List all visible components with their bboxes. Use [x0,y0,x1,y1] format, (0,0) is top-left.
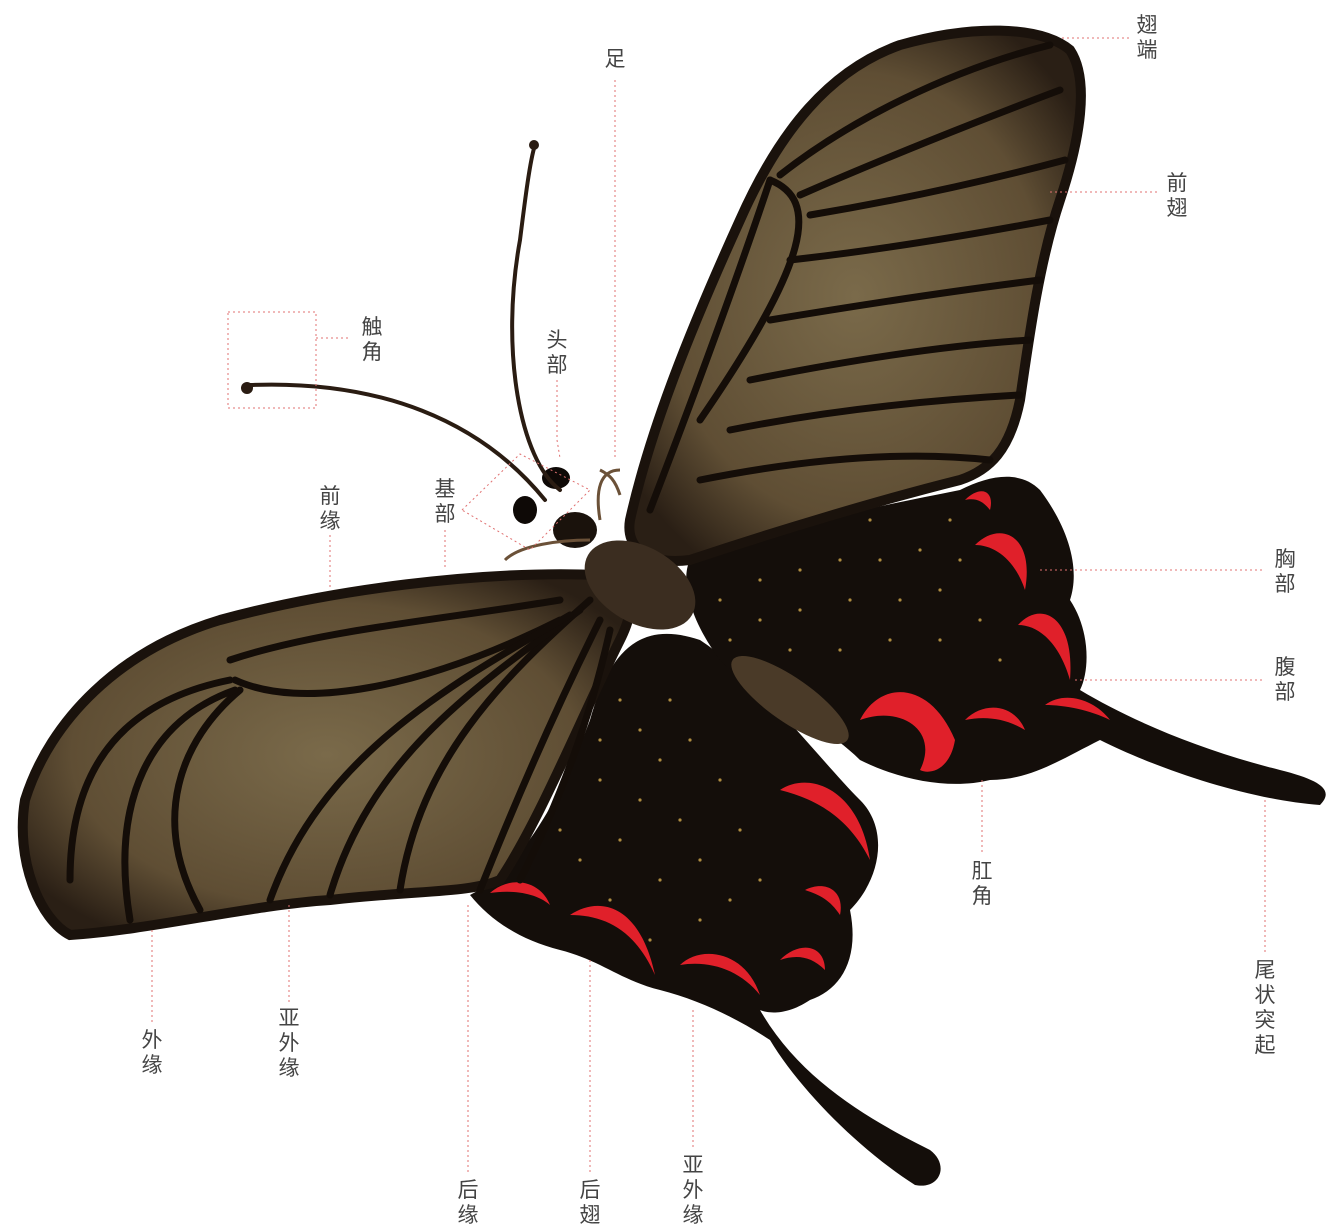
svg-text:翅: 翅 [1167,196,1188,220]
svg-text:部: 部 [547,353,568,377]
svg-text:部: 部 [1275,572,1296,596]
antennae [241,140,560,500]
label-antenna: 触 角 [362,315,383,364]
label-abdomen: 腹 部 [1275,655,1296,704]
svg-text:缘: 缘 [683,1203,704,1227]
butterfly-illustration [23,31,1326,1186]
label-submarginal-hind: 亚 外 缘 [683,1153,704,1227]
label-forewing: 前 翅 [1167,171,1188,220]
svg-text:缘: 缘 [279,1056,300,1080]
label-tornus: 肛 角 [972,859,993,908]
svg-text:触: 触 [362,315,383,339]
svg-text:起: 起 [1255,1033,1276,1057]
svg-text:基: 基 [435,477,456,501]
svg-text:亚: 亚 [279,1006,300,1030]
svg-text:前: 前 [1167,171,1188,195]
svg-text:头: 头 [547,328,568,352]
label-wing-tip: 翅 端 [1137,13,1158,62]
svg-text:亚: 亚 [683,1153,704,1177]
svg-text:端: 端 [1137,38,1158,62]
svg-text:外: 外 [683,1178,704,1202]
svg-text:外: 外 [142,1028,163,1052]
svg-text:缘: 缘 [142,1053,163,1077]
svg-text:胸: 胸 [1275,547,1296,571]
svg-text:缘: 缘 [320,509,341,533]
svg-text:状: 状 [1255,983,1276,1007]
svg-text:翅: 翅 [580,1203,601,1227]
label-head: 头 部 [547,328,568,377]
svg-text:部: 部 [1275,680,1296,704]
svg-text:足: 足 [605,47,626,71]
label-tail: 尾 状 突 起 [1255,958,1276,1057]
svg-text:后: 后 [458,1178,479,1202]
label-costa: 前 缘 [320,484,341,533]
svg-text:腹: 腹 [1275,655,1296,679]
svg-text:肛: 肛 [972,859,993,883]
svg-text:突: 突 [1255,1008,1276,1032]
label-inner-margin: 后 缘 [458,1178,479,1227]
label-outer-margin: 外 缘 [142,1028,163,1077]
svg-text:角: 角 [972,884,993,908]
svg-text:翅: 翅 [1137,13,1158,37]
svg-text:角: 角 [362,340,383,364]
svg-text:尾: 尾 [1255,958,1276,982]
svg-text:后: 后 [580,1178,601,1202]
label-hindwing: 后 翅 [580,1178,601,1227]
label-base: 基 部 [435,477,456,526]
svg-text:部: 部 [435,502,456,526]
label-thorax: 胸 部 [1275,547,1296,596]
eye-shape-2 [513,496,537,524]
svg-text:前: 前 [320,484,341,508]
label-submarginal-fore: 亚 外 缘 [279,1006,300,1080]
svg-text:缘: 缘 [458,1203,479,1227]
label-leg: 足 [605,47,626,71]
svg-text:外: 外 [279,1031,300,1055]
